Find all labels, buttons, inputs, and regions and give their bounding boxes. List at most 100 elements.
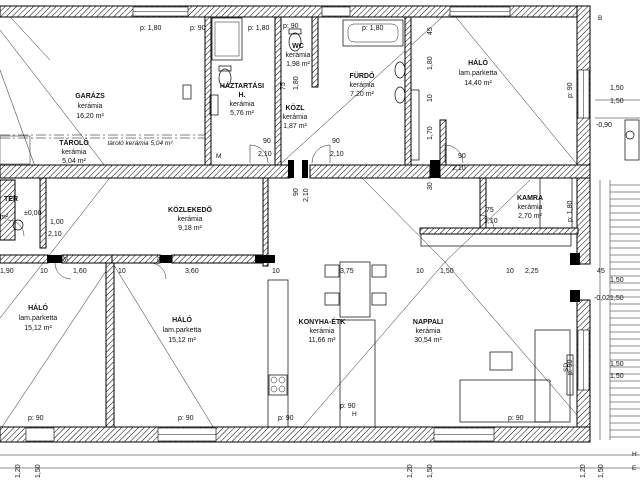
- svg-text:1,50: 1,50: [598, 464, 605, 478]
- svg-text:15,12 m²: 15,12 m²: [168, 337, 196, 344]
- svg-text:15,12 m²: 15,12 m²: [24, 325, 52, 332]
- room-ter: TÉR m²: [0, 194, 18, 221]
- svg-text:kerámia: kerámia: [230, 101, 255, 108]
- svg-text:M: M: [216, 153, 221, 160]
- room-furdo: FÜRDŐ kerámia 7,20 m²: [350, 71, 375, 98]
- room-konyha: KONYHA-ÉTK kerámia 11,66 m²: [299, 317, 346, 344]
- svg-text:WC: WC: [292, 43, 304, 50]
- svg-text:HÁZTARTÁSI: HÁZTARTÁSI: [220, 81, 264, 90]
- room-halo-1: HÁLÓ lam.parketta 14,40 m²: [459, 58, 498, 87]
- svg-text:kerámia: kerámia: [62, 149, 87, 156]
- garage-partition: [0, 134, 205, 165]
- room-haztartasi: HÁZTARTÁSI H. kerámia 5,76 m²: [220, 81, 264, 117]
- svg-text:14,40 m²: 14,40 m²: [464, 80, 492, 87]
- svg-text:p: 90: p: 90: [28, 415, 44, 422]
- svg-text:1,20: 1,20: [15, 464, 22, 478]
- toilet-icon: [218, 68, 232, 88]
- stove-icon: [268, 374, 288, 396]
- inner-walls: [0, 16, 591, 428]
- svg-text:45: 45: [427, 27, 434, 35]
- svg-text:p: 90: p: 90: [178, 415, 194, 422]
- svg-text:90: 90: [157, 254, 164, 262]
- svg-text:kerámia: kerámia: [350, 82, 375, 89]
- svg-text:SD: SD: [563, 363, 570, 372]
- svg-text:1,50: 1,50: [610, 361, 624, 368]
- pantry-shelf: [420, 233, 572, 247]
- wall-right-upper: [576, 5, 591, 265]
- sofa: [459, 379, 551, 423]
- symbols: M H H SD E B: [12, 15, 637, 472]
- wall-stubs: [47, 160, 580, 302]
- svg-text:p: 90: p: 90: [283, 23, 299, 30]
- room-labels: GARÁZS kerámia 16,20 m² TÁROLÓ kerámia 5…: [0, 43, 543, 344]
- svg-text:HÁLÓ: HÁLÓ: [172, 315, 192, 324]
- wc-toilet-icon: [288, 32, 302, 52]
- svg-text:H: H: [352, 411, 357, 418]
- utility-appliance: [211, 17, 243, 61]
- svg-text:1,00: 1,00: [50, 219, 64, 226]
- svg-text:1,70: 1,70: [427, 126, 434, 140]
- svg-text:30,54 m²: 30,54 m²: [414, 337, 442, 344]
- svg-text:1,80: 1,80: [427, 56, 434, 70]
- dining-table: [339, 261, 371, 318]
- terrace: [595, 99, 640, 440]
- svg-text:10: 10: [416, 268, 424, 275]
- svg-text:11,66 m²: 11,66 m²: [308, 337, 336, 344]
- wall-left-mid: [0, 179, 16, 241]
- svg-text:NAPPALI: NAPPALI: [413, 319, 443, 326]
- svg-text:HÁLÓ: HÁLÓ: [28, 303, 48, 312]
- vent-icon: [625, 130, 635, 140]
- room-halo-2: HÁLÓ lam.parketta 15,12 m²: [19, 303, 58, 332]
- svg-text:1,50: 1,50: [610, 85, 624, 92]
- outer-walls: [0, 5, 591, 443]
- svg-text:2,10: 2,10: [303, 188, 310, 202]
- svg-text:1,98 m²: 1,98 m²: [286, 61, 310, 68]
- svg-text:90: 90: [332, 138, 340, 145]
- svg-text:-0,90: -0,90: [596, 122, 612, 129]
- svg-text:1,80: 1,80: [293, 76, 300, 90]
- svg-text:2,10: 2,10: [48, 231, 62, 238]
- svg-text:kerámia: kerámia: [310, 328, 335, 335]
- svg-text:10: 10: [40, 268, 48, 275]
- svg-text:p: 90: p: 90: [278, 415, 294, 422]
- svg-text:45: 45: [597, 268, 605, 275]
- svg-text:lam.parketta: lam.parketta: [19, 315, 58, 322]
- svg-text:KAMRA: KAMRA: [517, 195, 543, 202]
- svg-text:p: 90: p: 90: [508, 415, 524, 422]
- doors: [7, 144, 495, 280]
- svg-text:2,70 m²: 2,70 m²: [518, 213, 542, 220]
- room-kozlekedo: KÖZLEKEDŐ kerámia 9,18 m²: [168, 205, 213, 232]
- roof-lines: [0, 5, 591, 431]
- room-kozl: KÖZL kerámia 1,87 m²: [283, 103, 308, 130]
- svg-text:1,20: 1,20: [580, 464, 587, 478]
- dimension-labels: p: 1,80 p: 90 p: 1,80 p: 1,80 p: 90 p: 9…: [0, 23, 624, 478]
- wardrobe: [410, 89, 420, 161]
- wall-bottom: [0, 426, 591, 443]
- svg-text:90: 90: [293, 188, 300, 196]
- svg-text:kerámia: kerámia: [518, 204, 543, 211]
- svg-text:5,04 m²: 5,04 m²: [62, 158, 86, 165]
- svg-text:90: 90: [263, 138, 271, 145]
- room-halo-3: HÁLÓ lam.parketta 15,12 m²: [163, 315, 202, 344]
- svg-text:p: 90: p: 90: [567, 359, 574, 375]
- svg-text:75: 75: [280, 82, 287, 90]
- svg-text:1,50: 1,50: [610, 98, 624, 105]
- svg-text:KONYHA-ÉTK: KONYHA-ÉTK: [299, 317, 346, 326]
- dimension-chains: [0, 454, 640, 469]
- svg-text:2,10: 2,10: [258, 151, 272, 158]
- svg-text:TÁROLÓ: TÁROLÓ: [59, 138, 89, 147]
- svg-text:1,87 m²: 1,87 m²: [283, 123, 307, 130]
- svg-text:m²: m²: [0, 214, 9, 221]
- svg-text:1,50: 1,50: [427, 464, 434, 478]
- drain-icon: [12, 219, 24, 231]
- svg-text:GARÁZS: GARÁZS: [75, 91, 105, 100]
- svg-text:90: 90: [458, 153, 466, 160]
- sink-icon-b: [394, 86, 406, 104]
- svg-text:kerámia: kerámia: [178, 216, 203, 223]
- svg-text:7,20 m²: 7,20 m²: [350, 91, 374, 98]
- svg-text:FÜRDŐ: FÜRDŐ: [350, 71, 375, 80]
- kitchen-counter: [267, 279, 289, 428]
- svg-text:lam.parketta: lam.parketta: [163, 327, 202, 334]
- svg-text:p: 1,80: p: 1,80: [567, 200, 574, 222]
